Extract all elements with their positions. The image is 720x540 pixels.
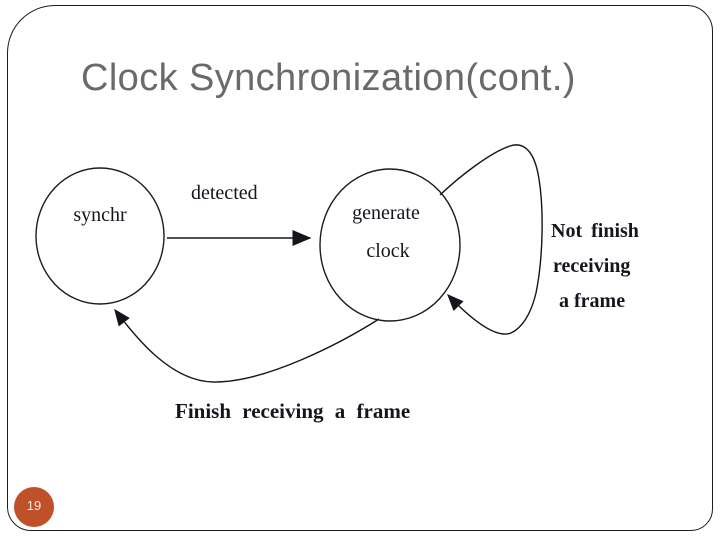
transition-label-not-finish-line3: a frame — [559, 290, 626, 312]
page-number: 19 — [26, 497, 42, 513]
self-loop-arrow — [439, 144, 543, 335]
transition-label-not-finish-line2: receiving — [553, 255, 631, 277]
slide-title: Clock Synchronization(cont.) — [81, 57, 576, 99]
transition-label-not-finish-line1: Not finish — [551, 220, 639, 242]
transition-label-detected: detected — [191, 182, 258, 204]
state-label-clock: clock — [366, 240, 410, 262]
return-arrow — [114, 308, 380, 383]
transition-label-finish-receiving: Finish receiving a frame — [175, 399, 411, 423]
state-diagram-shapes — [35, 144, 543, 383]
state-label-generate: generate — [352, 202, 420, 224]
page-number-badge: 19 — [14, 487, 54, 527]
state-circle-generate-clock — [319, 168, 461, 322]
slide-frame: Clock Synchronization(cont.) synchr gene… — [7, 5, 713, 531]
state-diagram: synchr generate clock detected Not finis… — [8, 6, 712, 530]
state-label-synchr: synchr — [73, 204, 127, 226]
state-circle-synchr — [35, 167, 165, 305]
